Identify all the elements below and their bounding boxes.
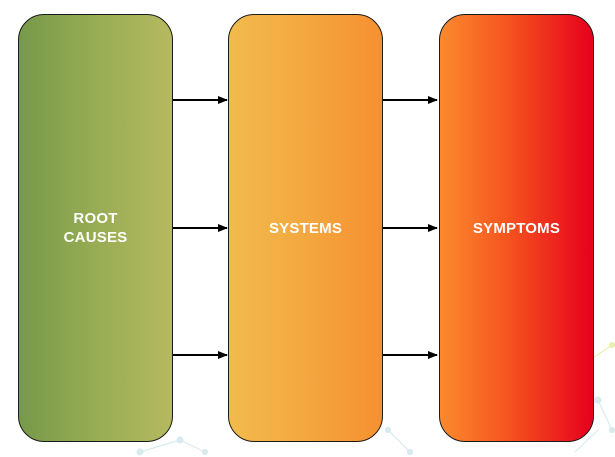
systems-label: SYSTEMS [268,219,343,237]
root-causes-box: ROOT CAUSES [18,14,173,442]
symptoms-box: SYMPTOMS [439,14,594,442]
systems-box: SYSTEMS [228,14,383,442]
symptoms-label: SYMPTOMS [472,219,561,237]
root-causes-label: ROOT CAUSES [63,210,128,246]
